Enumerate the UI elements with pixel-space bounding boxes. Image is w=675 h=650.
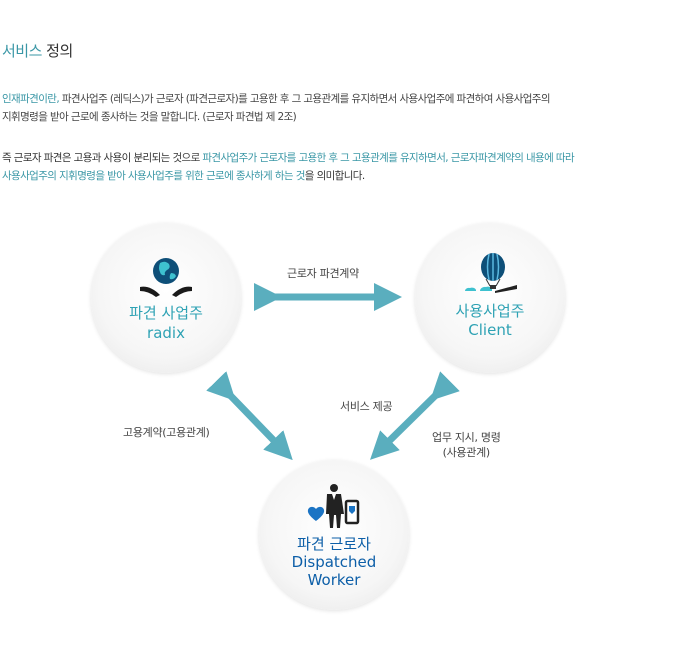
meaning-lead: 즉 근로자 파견은 고용과 사용이 분리되는 것 bbox=[2, 152, 182, 164]
direction-line1: 업무 지시, 명령 bbox=[432, 431, 501, 444]
definition-lead: 인재파견이란, bbox=[2, 93, 60, 105]
meaning-line2: 사용사업주의 지휘명령을 받아 사용사업주를 위한 근로에 종사하게 하는 것 bbox=[2, 170, 305, 182]
employment-label: 고용계약(고용관계) bbox=[123, 426, 210, 439]
direction-line2: (사용관계) bbox=[442, 446, 491, 459]
dispatcher-sub: radix bbox=[147, 324, 185, 342]
meaning-connector: 으로 bbox=[181, 152, 203, 164]
meaning-tail: 을 의미합니다. bbox=[304, 170, 365, 182]
title-accent: 서비스 bbox=[2, 42, 42, 60]
definition-line2: 지휘명령을 받아 근로에 종사하는 것을 말합니다. (근로자 파견법 제 2조… bbox=[2, 111, 297, 123]
contract-label: 근로자 파견계약 bbox=[287, 267, 359, 280]
client-name: 사용사업주 bbox=[455, 302, 525, 320]
service-label: 서비스 제공 bbox=[340, 400, 393, 413]
service-arrow bbox=[370, 371, 460, 460]
definition-line1: 파견사업주 (레딕스)가 근로자 (파견근로자)를 고용한 후 그 고용관계를 … bbox=[59, 93, 551, 105]
worker-sub2: Worker bbox=[307, 571, 361, 589]
client-sub: Client bbox=[468, 321, 512, 339]
worker-node: 파견 근로자 Dispatched Worker bbox=[259, 460, 409, 610]
title-rest: 정의 bbox=[41, 42, 73, 60]
client-node: 사용사업주 Client bbox=[415, 223, 565, 373]
worker-sub1: Dispatched bbox=[291, 553, 377, 571]
employment-arrow bbox=[206, 371, 293, 461]
definition-paragraph: 인재파견이란, 파견사업주 (레딕스)가 근로자 (파견근로자)를 고용한 후 … bbox=[2, 90, 550, 126]
direction-label: 업무 지시, 명령 (사용관계) bbox=[432, 430, 501, 460]
globe-hands-icon bbox=[140, 258, 192, 297]
worker-name: 파견 근로자 bbox=[297, 535, 371, 553]
meaning-line1: 파견사업주가 근로자를 고용한 후 그 고용관계를 유지하면서, 근로자파견계약… bbox=[202, 152, 575, 164]
hot-air-balloon-icon bbox=[465, 253, 517, 293]
dispatcher-node: 파견 사업주 radix bbox=[91, 223, 241, 373]
worker-heart-phone-icon bbox=[307, 484, 360, 528]
page-title: 서비스 정의 bbox=[2, 40, 73, 61]
meaning-paragraph: 즉 근로자 파견은 고용과 사용이 분리되는 것으로 파견사업주가 근로자를 고… bbox=[2, 149, 575, 185]
dispatcher-name: 파견 사업주 bbox=[129, 304, 203, 322]
